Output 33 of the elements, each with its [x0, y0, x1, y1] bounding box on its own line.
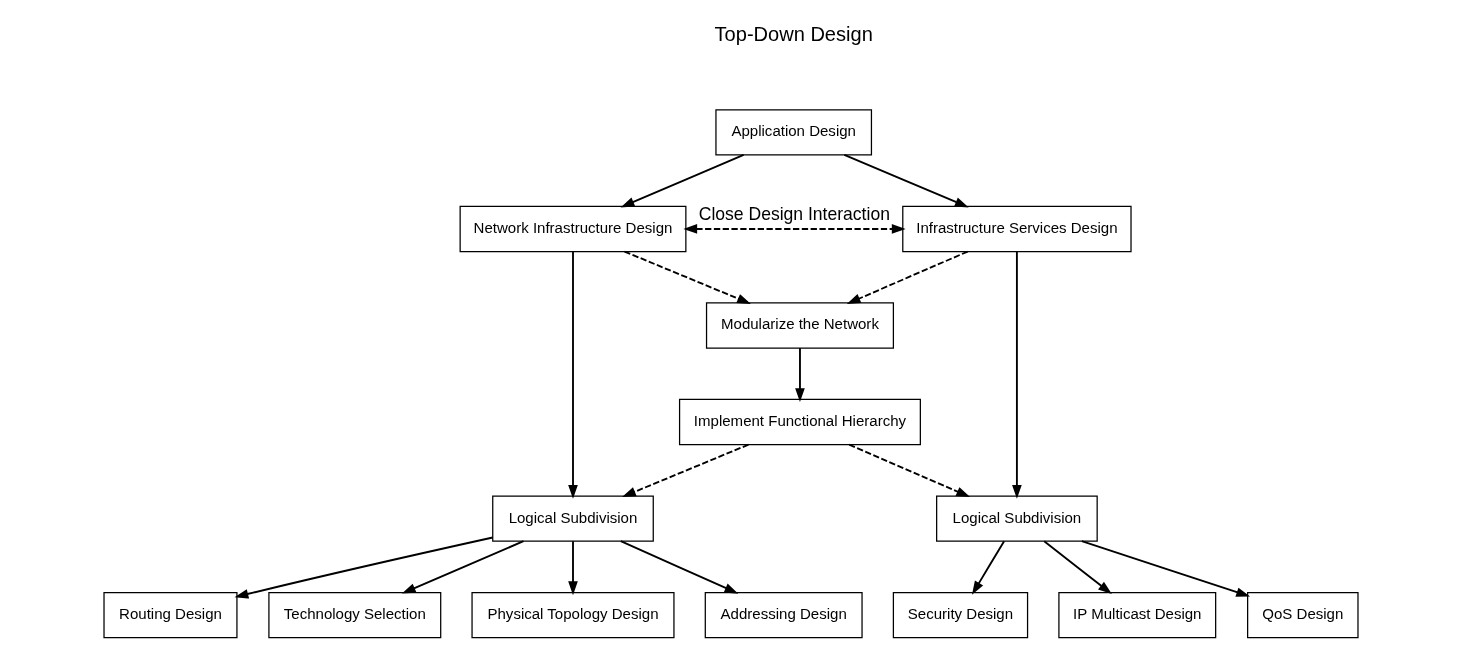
arrow: [1080, 540, 1250, 597]
arrow: [847, 443, 970, 498]
arrow: [1011, 250, 1022, 499]
arrow: [621, 443, 749, 498]
arrow: [567, 250, 578, 499]
node-box: Security Design: [892, 591, 1028, 639]
node-box: Routing Design: [102, 591, 238, 639]
node-box: QoS Design: [1246, 591, 1359, 639]
node-box: Implement Functional Hierarchy: [678, 398, 921, 446]
node-box: Technology Selection: [267, 591, 441, 639]
arrow: [842, 154, 969, 208]
arrow: [971, 540, 1005, 595]
node-box: Logical Subdivision: [491, 495, 654, 542]
arrow: [401, 540, 524, 594]
arrow: [619, 540, 738, 594]
arrow: [567, 540, 578, 596]
arrow: [620, 154, 745, 208]
node-box: Logical Subdivision: [935, 495, 1098, 542]
node-box: Modularize the Network: [705, 302, 894, 349]
arrow: [846, 250, 969, 304]
node-box: IP Multicast Design: [1057, 591, 1216, 639]
arrow: [623, 250, 751, 304]
arrow: [682, 224, 906, 234]
node-box: Application Design: [714, 109, 872, 156]
node-box: Infrastructure Services Design: [901, 205, 1132, 253]
arrow: [794, 347, 805, 403]
arrow: [234, 536, 494, 599]
node-box: Network Infrastructure Design: [459, 205, 686, 253]
node-box: Addressing Design: [704, 591, 863, 639]
arrow: [1042, 540, 1112, 595]
label: Top-Down Design: [714, 22, 873, 45]
edge-label: Close Design Interaction: [698, 204, 890, 225]
node-box: Physical Topology Design: [470, 591, 675, 639]
